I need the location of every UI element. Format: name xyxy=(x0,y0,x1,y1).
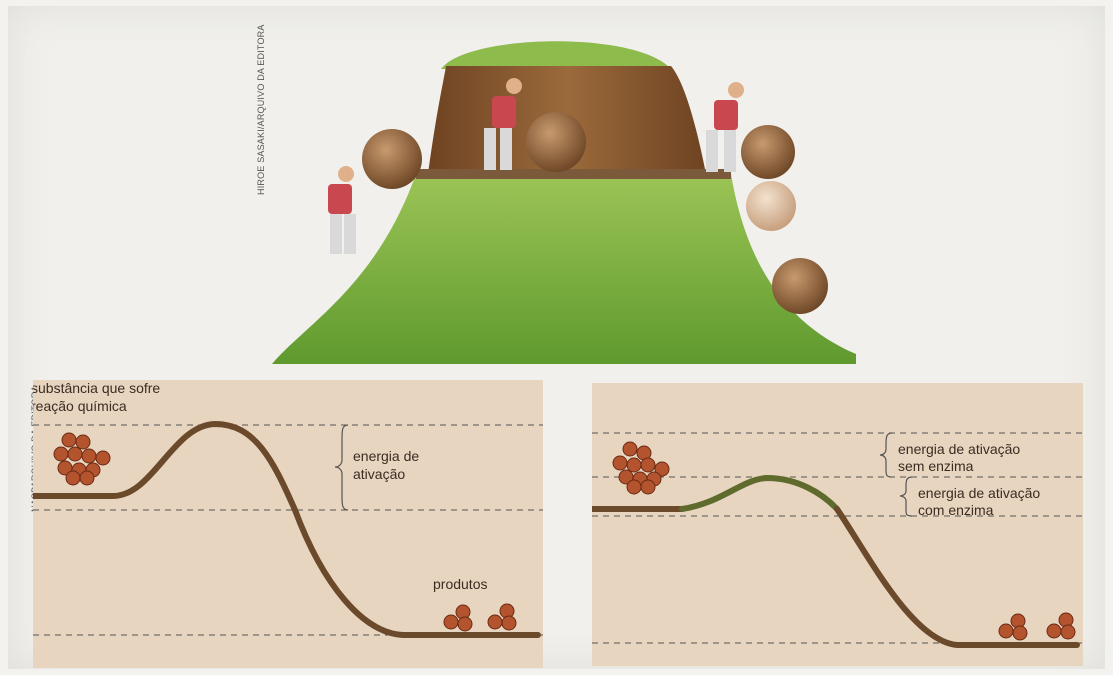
rock xyxy=(741,125,795,179)
activation-without-enzyme-line2: sem enzima xyxy=(898,458,973,474)
energy-curve-drop xyxy=(837,509,1077,645)
illustration-credit: HIROE SASAKI/ARQUIVO DA EDITORA xyxy=(256,24,266,195)
rock xyxy=(362,129,422,189)
reactant-label-line1: substância que sofre xyxy=(33,380,160,396)
activation-energy-label-line2: ativação xyxy=(353,466,405,482)
energy-curve-enzyme xyxy=(682,478,837,509)
activation-with-enzyme-line1: energia de ativação xyxy=(918,485,1040,501)
activation-without-enzyme-line1: energia de ativação xyxy=(898,441,1020,457)
product-molecules xyxy=(999,613,1075,640)
reactant-molecules xyxy=(54,433,110,485)
person-pushing-left xyxy=(328,166,356,254)
rock xyxy=(746,181,796,231)
rock xyxy=(772,258,828,314)
reactant-label-line2: reação química xyxy=(33,398,127,414)
energy-diagram-without-enzyme: substância que sofre reação química ener… xyxy=(33,380,543,668)
products-label: produtos xyxy=(433,576,487,592)
rock xyxy=(526,112,586,172)
energy-diagram-with-enzyme: energia de ativação sem enzima energia d… xyxy=(592,383,1083,666)
reactant-molecules xyxy=(613,442,669,494)
activation-energy-label-line1: energia de xyxy=(353,448,419,464)
product-molecules xyxy=(444,604,516,631)
activation-with-enzyme-line2: com enzima xyxy=(918,502,993,518)
hill-illustration xyxy=(266,24,862,369)
person-pushing-right xyxy=(706,82,744,172)
